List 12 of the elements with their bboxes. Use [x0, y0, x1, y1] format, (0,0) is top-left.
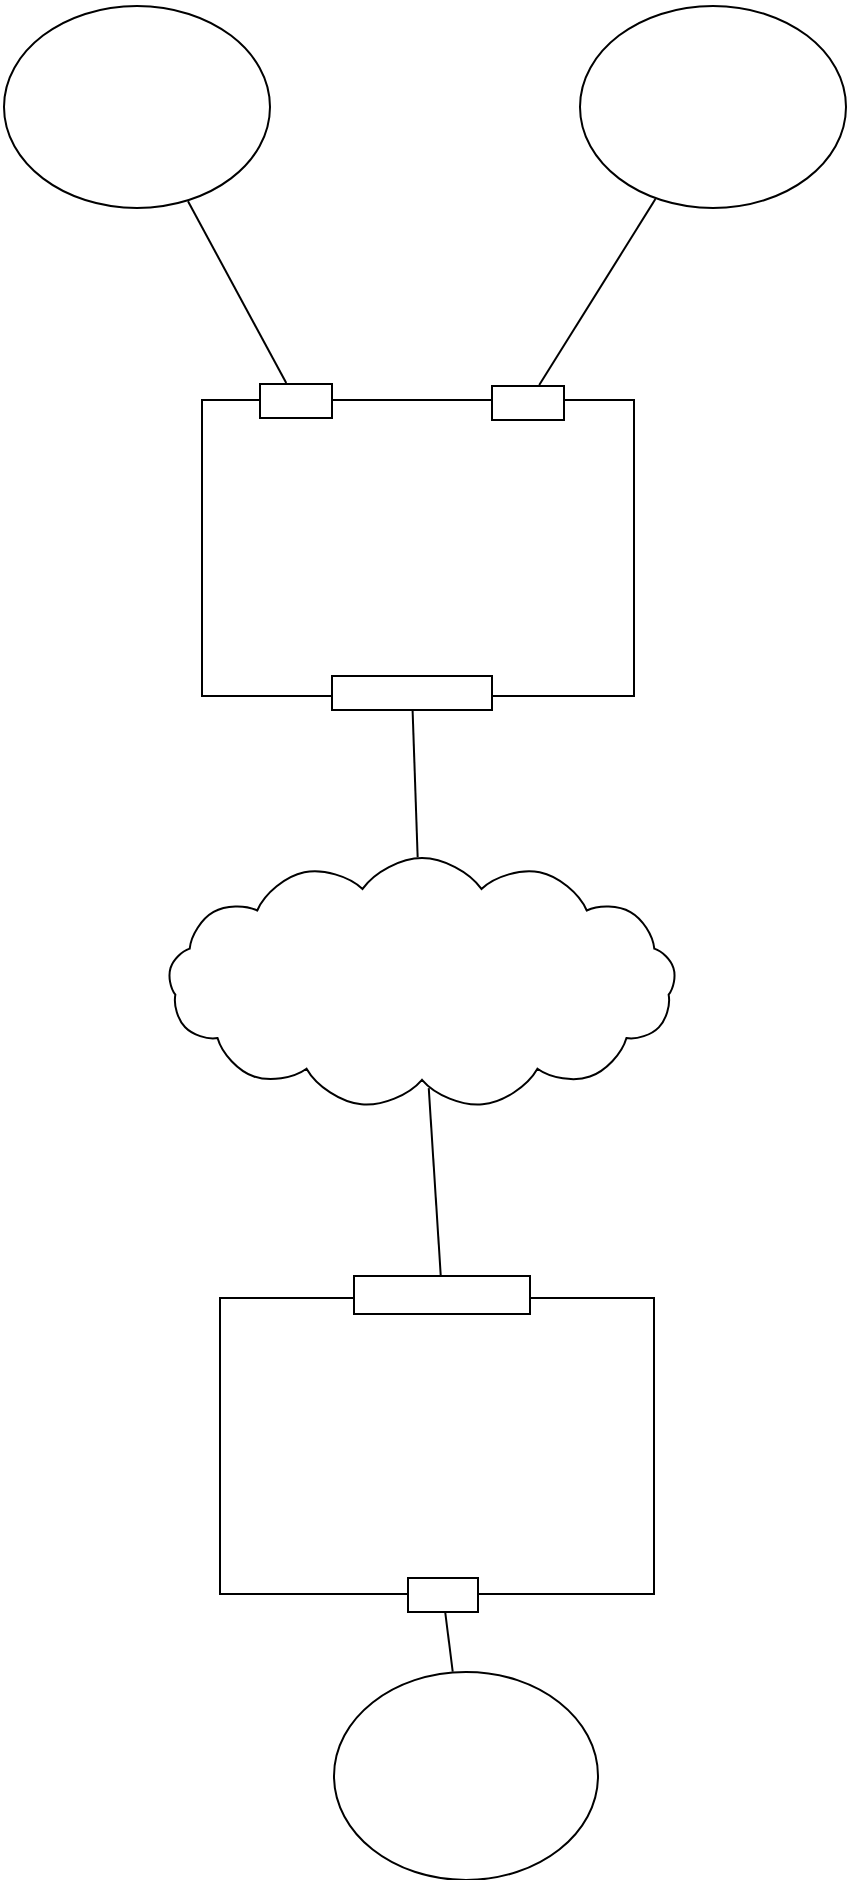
- rectangle-box: [407, 1577, 479, 1613]
- ellipse-shape: [579, 5, 847, 209]
- ellipse-shape: [3, 5, 271, 209]
- cloud-shape: [168, 857, 676, 1106]
- rectangle-box: [353, 1275, 531, 1315]
- connector-line: [187, 200, 288, 384]
- connector-line: [411, 710, 419, 859]
- connector-line: [444, 1612, 454, 1673]
- rectangle-box: [331, 675, 493, 711]
- connector-line: [538, 198, 657, 386]
- rectangle-box: [259, 383, 333, 419]
- rectangle-box: [491, 385, 565, 421]
